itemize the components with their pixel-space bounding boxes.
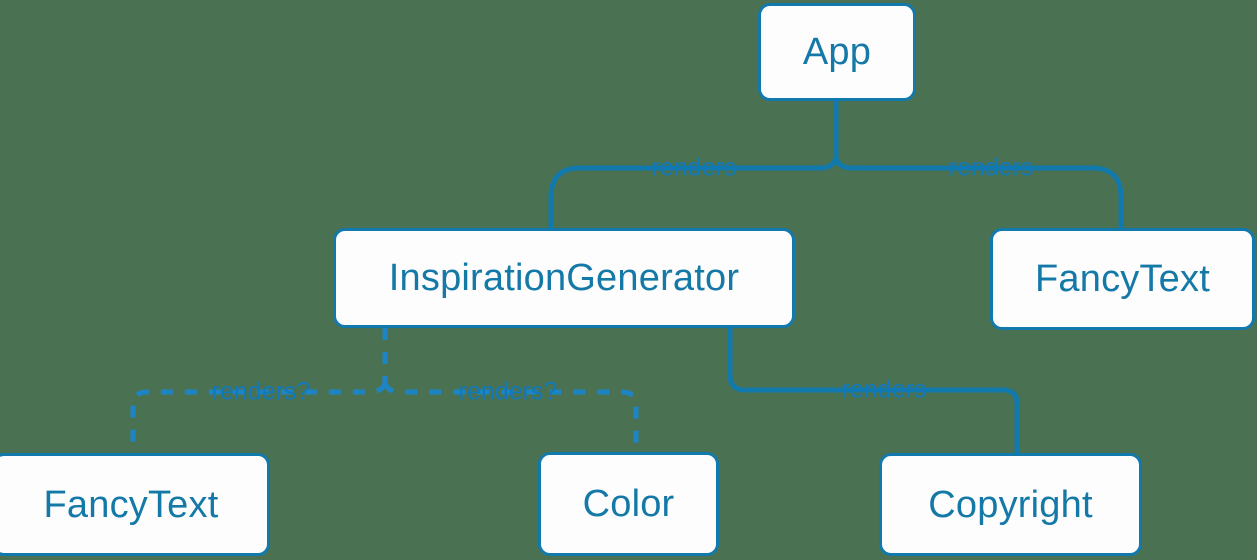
- edge-app-to-inspirationgenerator: [548, 157, 839, 228]
- edge-label-inspirationgenerator-to-copyright: renders: [841, 375, 927, 404]
- edge-inspirationgenerator-to-copyright: [727, 328, 1020, 453]
- node-copyright-label: Copyright: [928, 483, 1093, 526]
- node-fancytext-left[interactable]: FancyText: [0, 453, 270, 556]
- edge-label-inspirationgenerator-to-fancytext-left: renders?: [211, 377, 311, 406]
- node-color-label: Color: [582, 483, 675, 525]
- node-inspirationgenerator-label: InspirationGenerator: [388, 257, 740, 299]
- node-fancytext-right-label: FancyText: [1035, 258, 1210, 300]
- edge-label-app-to-inspirationgenerator: renders: [651, 153, 737, 182]
- edge-app-to-fancytext-right: [833, 157, 1124, 228]
- node-copyright[interactable]: Copyright: [879, 453, 1142, 556]
- node-fancytext-left-label: FancyText: [43, 483, 219, 526]
- edge-inspirationgenerator-to-fancytext-left: [130, 382, 388, 453]
- edge-label-app-to-fancytext-right: renders: [948, 153, 1034, 182]
- node-app[interactable]: App: [758, 3, 916, 101]
- node-fancytext-right[interactable]: FancyText: [990, 228, 1255, 330]
- node-inspirationgenerator[interactable]: InspirationGenerator: [333, 228, 795, 328]
- node-color[interactable]: Color: [538, 452, 719, 556]
- edge-label-inspirationgenerator-to-color: renders?: [458, 377, 558, 406]
- edge-inspirationgenerator-to-color: [382, 382, 639, 452]
- node-app-label: App: [802, 31, 872, 73]
